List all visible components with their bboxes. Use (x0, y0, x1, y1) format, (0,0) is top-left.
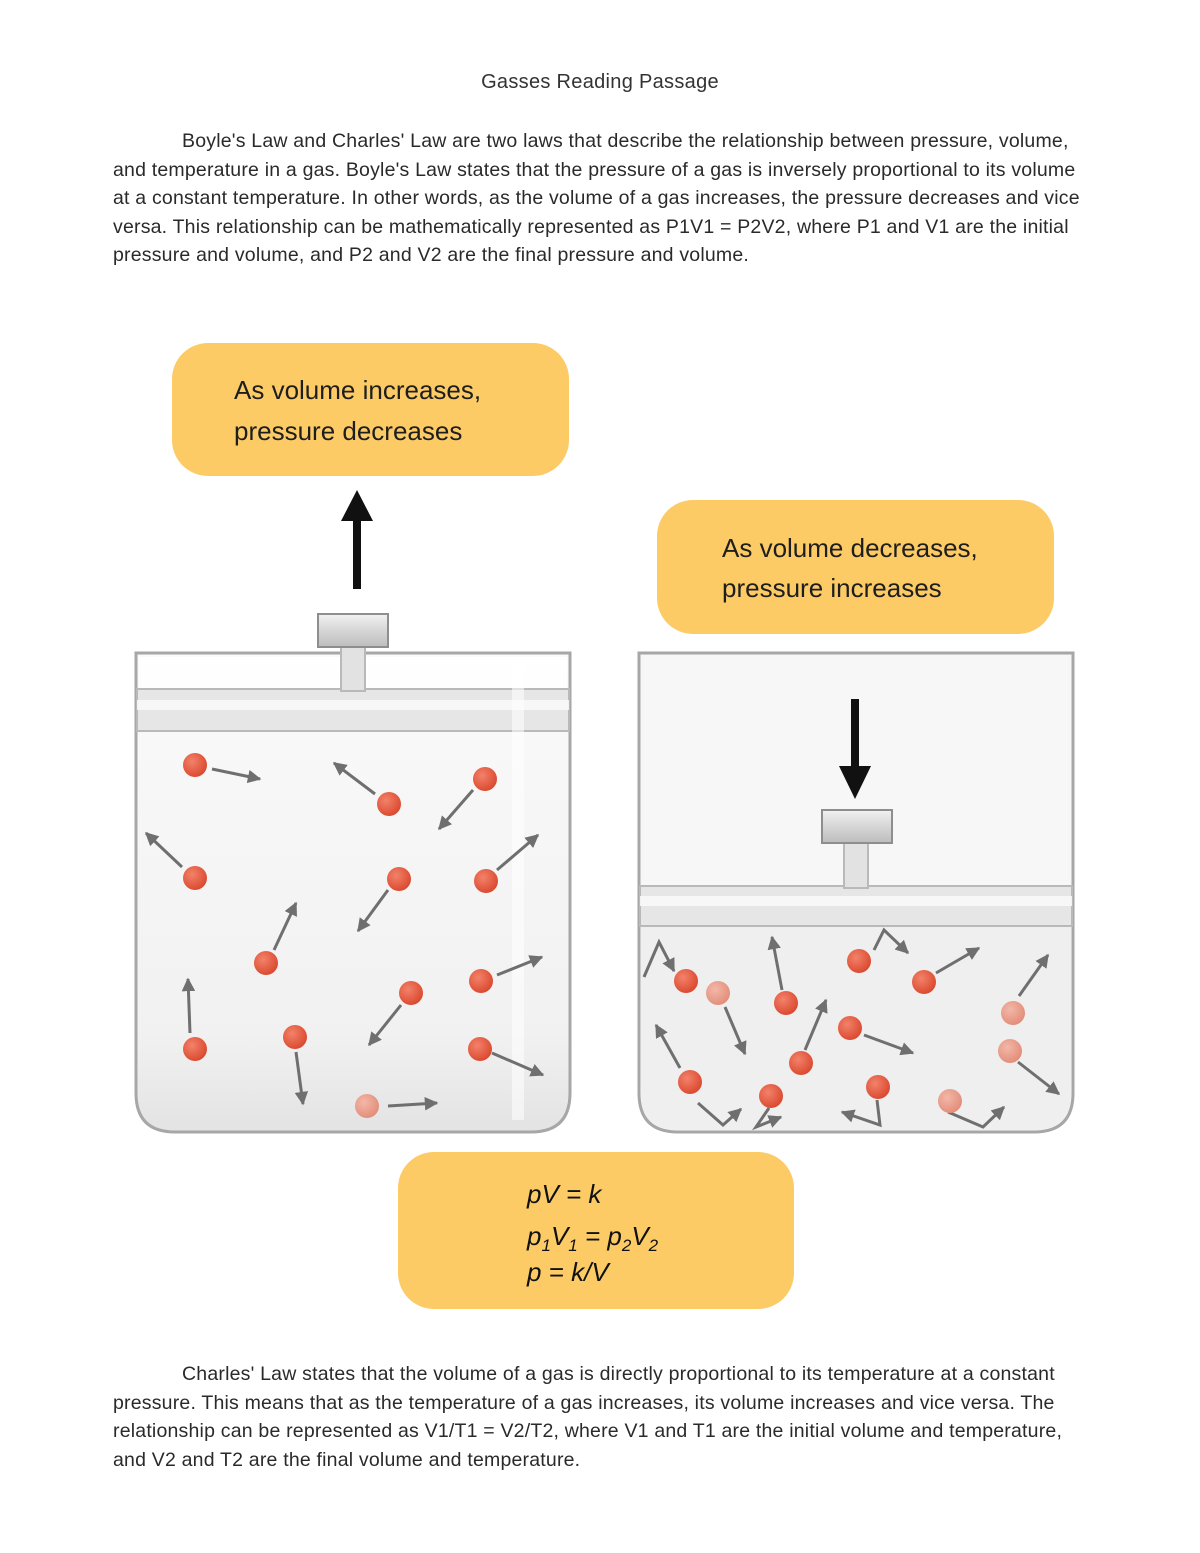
callout-left-line-1: As volume increases, (234, 375, 481, 405)
gas-molecule (387, 867, 411, 891)
formula-line-1: pV = k (526, 1179, 603, 1209)
callout-right-line-2: pressure increases (722, 573, 942, 603)
paragraph-charles-law-text: Charles' Law states that the volume of a… (113, 1363, 1063, 1471)
gas-molecule (789, 1051, 813, 1075)
gas-molecule (183, 753, 207, 777)
paragraph-charles-law: Charles' Law states that the volume of a… (113, 1360, 1088, 1474)
piston-left (136, 613, 570, 732)
velocity-arrows-right (642, 927, 1061, 1131)
gas-molecule (847, 949, 871, 973)
callout-box (398, 1152, 794, 1309)
gas-molecule (706, 981, 730, 1005)
gas-molecule (938, 1089, 962, 1113)
callout-right-line-1: As volume decreases, (722, 533, 978, 563)
gas-molecule (838, 1016, 862, 1040)
gas-molecule (674, 969, 698, 993)
gas-molecules-left (183, 753, 498, 1118)
container-left (134, 613, 572, 1134)
gas-molecule (866, 1075, 890, 1099)
paragraph-boyles-law: Boyle's Law and Charles' Law are two law… (113, 127, 1088, 270)
formula-line-3: p = k/V (526, 1257, 611, 1287)
gas-molecules-right (674, 949, 1025, 1113)
formula-line-2: p1V1 = p2V2 (526, 1221, 659, 1255)
gas-molecule (183, 866, 207, 890)
formula-box: pV = k p1V1 = p2V2 p = k/V (398, 1152, 794, 1309)
page-title: Gasses Reading Passage (481, 71, 719, 93)
gas-molecule (759, 1084, 783, 1108)
gas-molecule (355, 1094, 379, 1118)
down-arrow-icon (839, 699, 871, 799)
gas-molecule (283, 1025, 307, 1049)
piston-right (639, 809, 1073, 927)
callout-box (657, 500, 1054, 634)
gas-molecule (254, 951, 278, 975)
gas-molecule (468, 1037, 492, 1061)
gas-molecule (469, 969, 493, 993)
callout-left-line-2: pressure decreases (234, 416, 462, 446)
gas-molecule (474, 869, 498, 893)
gas-molecule (1001, 1001, 1025, 1025)
callout-volume-increases: As volume increases, pressure decreases (172, 343, 569, 476)
callout-volume-decreases: As volume decreases, pressure increases (657, 500, 1054, 634)
gas-molecule (399, 981, 423, 1005)
gas-molecule (473, 767, 497, 791)
gas-molecule (377, 792, 401, 816)
gas-molecule (912, 970, 936, 994)
gas-molecule (678, 1070, 702, 1094)
paragraph-boyles-law-text: Boyle's Law and Charles' Law are two law… (113, 130, 1080, 267)
gas-molecule (998, 1039, 1022, 1063)
up-arrow-icon (341, 490, 373, 589)
gas-molecule (183, 1037, 207, 1061)
velocity-arrows-left (144, 761, 545, 1111)
gas-molecule (774, 991, 798, 1015)
callout-box (172, 343, 569, 476)
